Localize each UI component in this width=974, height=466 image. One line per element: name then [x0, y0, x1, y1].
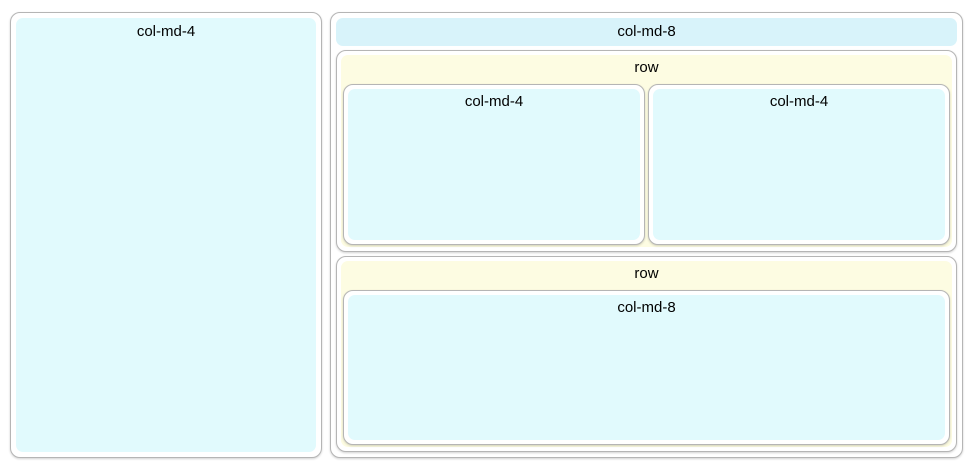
nested-column-1-2-box: col-md-4	[648, 84, 950, 245]
right-column-box: col-md-8 row col-md-4 col-md-4	[330, 12, 963, 458]
nested-column-1-2-fill: col-md-4	[653, 89, 945, 240]
nested-row-2-box: row col-md-8	[336, 256, 957, 452]
right-column-label: col-md-8	[617, 23, 676, 40]
nested-row-1-fill: row col-md-4 col-md-4	[341, 55, 952, 247]
nested-row-2-fill: row col-md-8	[341, 261, 952, 447]
right-column-content: col-md-8 row col-md-4 col-md-4	[336, 18, 957, 452]
nested-column-2-1-box: col-md-8	[343, 290, 950, 445]
nested-row-1-columns: col-md-4 col-md-4	[341, 84, 952, 247]
nested-column-2-1-label: col-md-8	[617, 299, 676, 316]
nested-column-1-1-fill: col-md-4	[348, 89, 640, 240]
right-column-header: col-md-8	[336, 18, 957, 46]
nested-row-2-columns: col-md-8	[341, 290, 952, 447]
left-column-label: col-md-4	[136, 23, 196, 40]
nested-column-1-1-box: col-md-4	[343, 84, 645, 245]
nested-column-1-2-label: col-md-4	[769, 93, 829, 110]
nested-column-1-1-label: col-md-4	[464, 93, 524, 110]
nested-row-1-label: row	[634, 59, 659, 76]
nested-column-2-1-fill: col-md-8	[348, 295, 945, 440]
nested-row-1-box: row col-md-4 col-md-4	[336, 50, 957, 252]
nested-row-2-label: row	[634, 265, 659, 282]
left-column-fill: col-md-4	[16, 18, 316, 452]
left-column-box: col-md-4	[10, 12, 322, 458]
